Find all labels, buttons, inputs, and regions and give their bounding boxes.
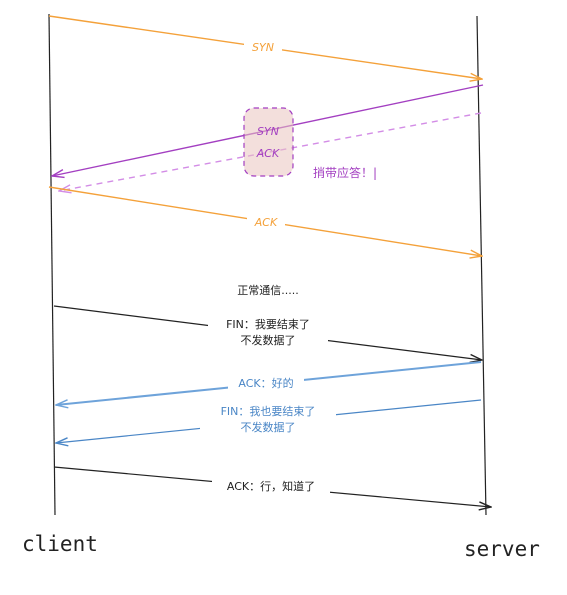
ack-ok-label-bg [228, 374, 304, 391]
ack-final-label-bg [212, 477, 330, 494]
fin2-label-line2: 不发数据了 [241, 420, 296, 434]
fin1-label-line2: 不发数据了 [241, 333, 296, 347]
client-lifeline [48, 13, 56, 516]
fin2-label-line1: FIN：我也要结束了 [221, 405, 316, 418]
synack-box [243, 107, 294, 177]
fin2-label-bg [200, 401, 336, 437]
syn-label: SYN [252, 41, 274, 54]
ack-final-label: ACK：行，知道了 [227, 479, 315, 493]
server-label: server [464, 537, 540, 561]
fin1-label-bg [208, 312, 328, 350]
server-lifeline [476, 15, 487, 516]
client-label: client [22, 532, 98, 556]
synack-ack-label: ACK [256, 147, 280, 160]
ack-ok-label: ACK：好的 [238, 376, 293, 390]
fin1-label-line1: FIN：我要结束了 [226, 318, 310, 331]
synack-syn-label: SYN [257, 125, 279, 138]
piggyback-note: 捎带应答！| [313, 165, 377, 180]
ack-label-bg [247, 213, 285, 231]
syn-label-bg [244, 38, 282, 56]
ack-label: ACK [254, 216, 278, 229]
normal-communication-label: 正常通信..... [237, 284, 298, 297]
